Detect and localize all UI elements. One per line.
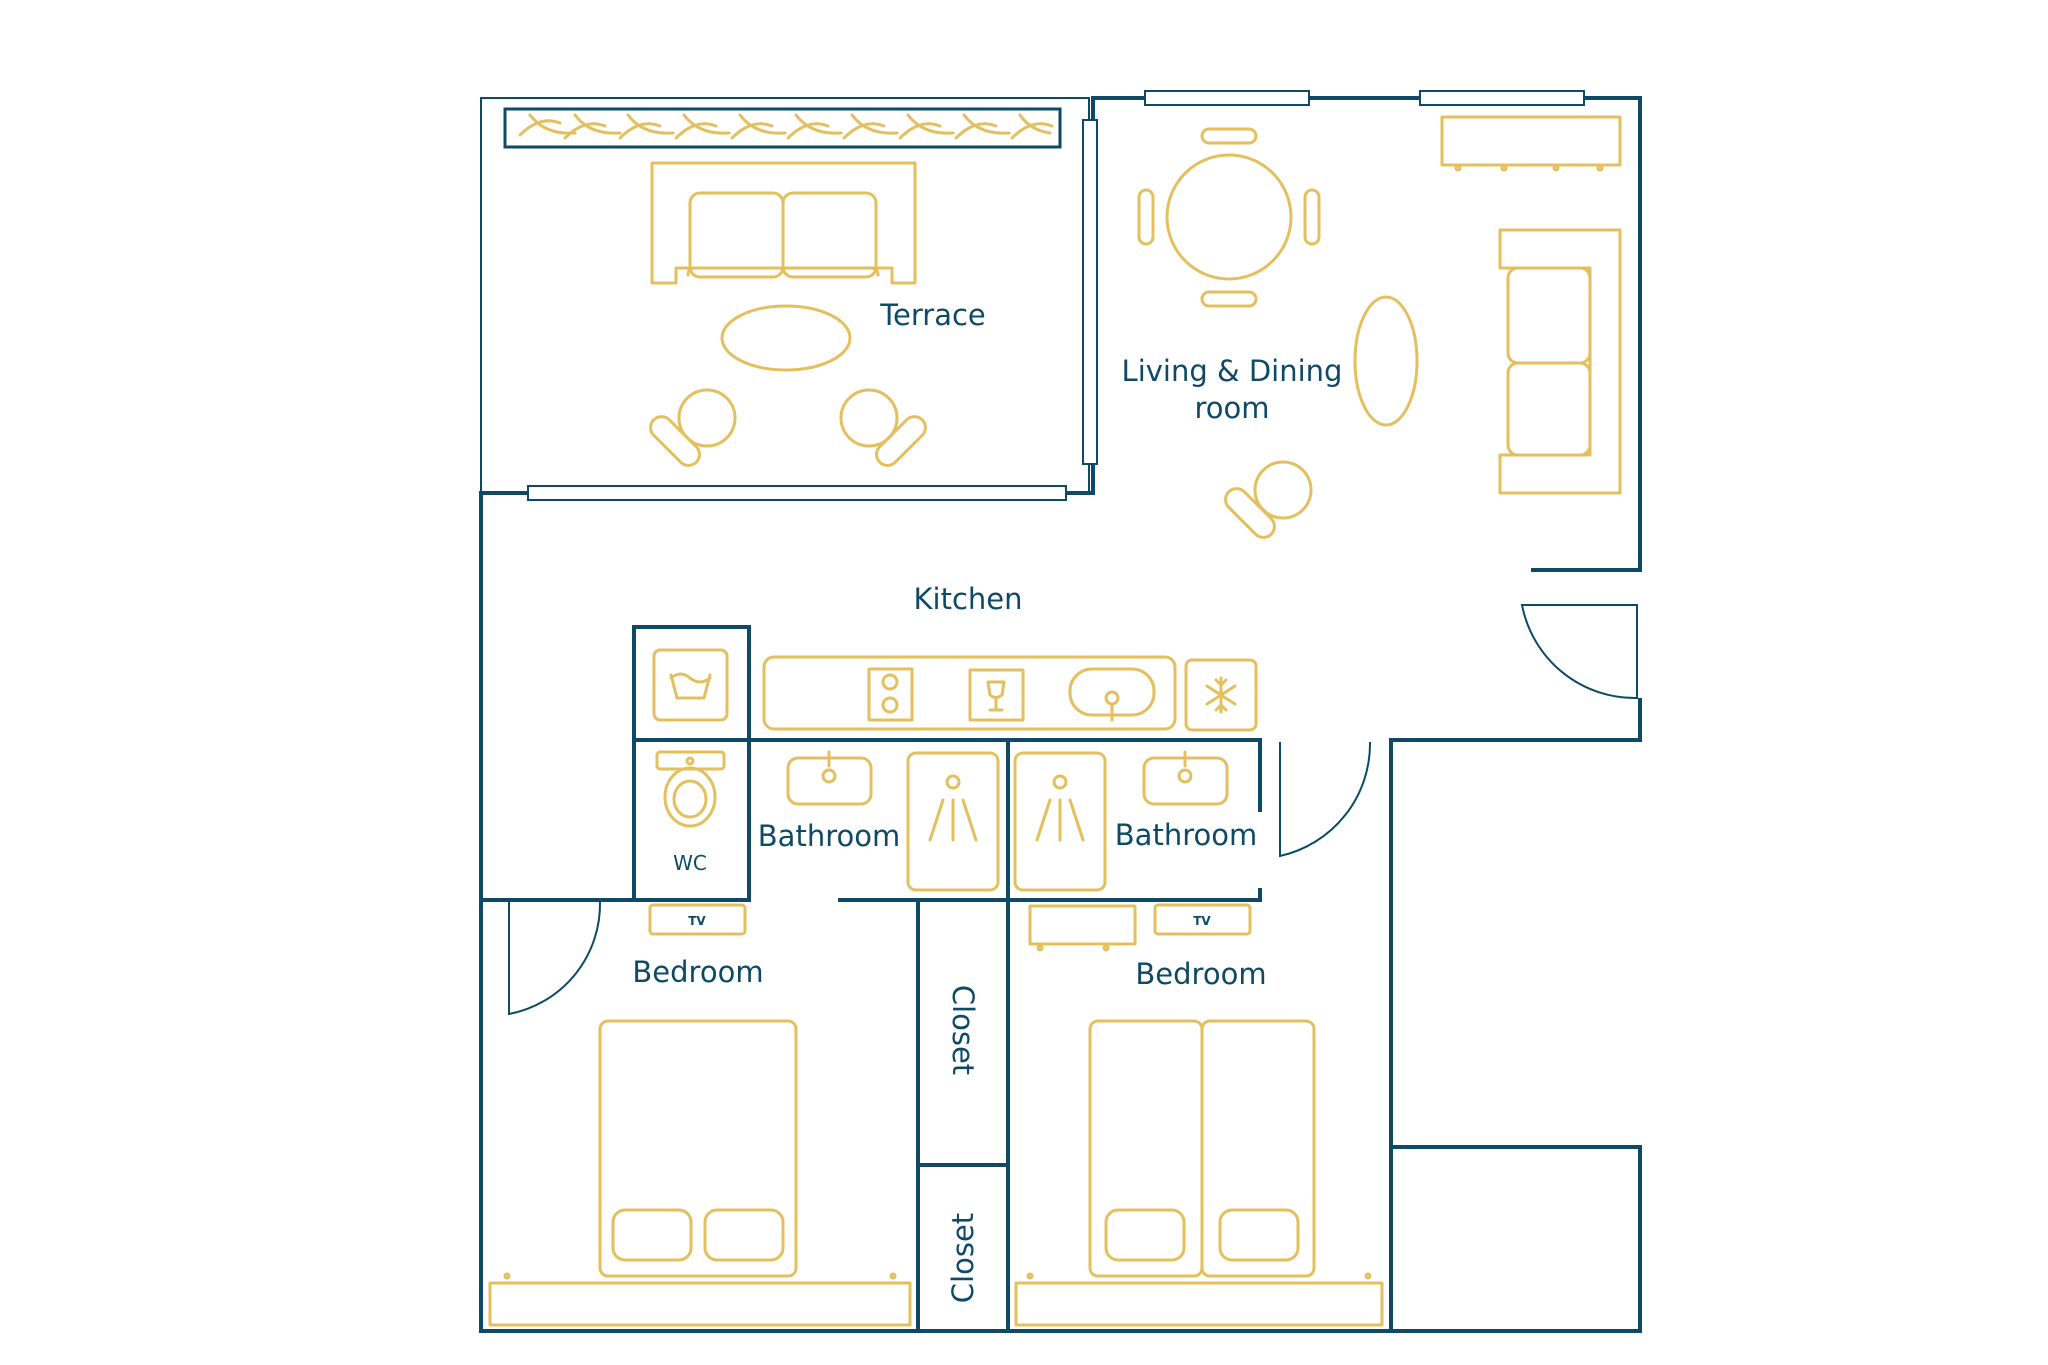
bedroom-right-furniture (1014, 903, 1384, 1327)
tv-right-box (1153, 903, 1252, 936)
label-bathroom-right: Bathroom (1115, 818, 1257, 852)
basin-left (786, 750, 873, 806)
label-tv-right: TV (1193, 914, 1211, 928)
windows (527, 90, 1585, 501)
bath-fixtures (655, 750, 1229, 892)
shower-icon-right (1013, 751, 1107, 892)
wardrobe-left (488, 1281, 912, 1327)
label-living-line2: room (1194, 391, 1269, 425)
living-coffee-table (1353, 295, 1419, 427)
freezer-snowflake-icon (1184, 658, 1258, 732)
planter-box (503, 107, 1062, 149)
label-terrace: Terrace (879, 298, 986, 332)
window-living-top-2 (1419, 90, 1585, 106)
double-bed-left (598, 1019, 798, 1278)
toilet-icon (655, 750, 726, 828)
room-labels: Terrace Living & Dining room Kitchen WC … (632, 298, 1342, 1303)
stove-icon (867, 667, 914, 722)
dining-set (1137, 127, 1321, 308)
label-closet-lower: Closet (946, 1213, 980, 1303)
corridor-door (1279, 741, 1372, 858)
terrace-glass-bottom (527, 485, 1067, 501)
label-kitchen: Kitchen (914, 582, 1023, 616)
laundry-box (632, 625, 751, 742)
shower-icon (906, 751, 1000, 892)
terrace-coffee-table (720, 304, 852, 372)
tv-left-box (648, 903, 747, 936)
living-furniture (1137, 115, 1622, 539)
label-tv-left: TV (688, 914, 706, 928)
kitchen-fixtures (652, 648, 1258, 732)
bedroom-left-furniture (488, 903, 912, 1327)
label-bedroom-left: Bedroom (632, 955, 763, 989)
window-living-top-1 (1144, 90, 1310, 106)
wine-cooler-icon (968, 668, 1025, 722)
terrace-chair-right (839, 388, 927, 467)
basin-right (1142, 750, 1229, 806)
wardrobe-right (1014, 1281, 1384, 1327)
label-closet-upper: Closet (946, 985, 980, 1075)
label-bedroom-right: Bedroom (1135, 957, 1266, 991)
terrace-chair-left (649, 388, 737, 467)
desk-right (1028, 904, 1137, 946)
twin-bed-2 (1200, 1019, 1316, 1278)
label-wc: WC (673, 851, 707, 875)
label-living-line1: Living & Dining (1122, 354, 1343, 388)
walls (479, 96, 1642, 1333)
living-sofa (1498, 228, 1622, 495)
outer-wall-right-lower (1389, 1145, 1642, 1333)
kitchen-counter (762, 655, 1177, 731)
laundry-basin-icon (652, 648, 729, 722)
planter-leaves (518, 113, 1054, 140)
entry-door (1520, 604, 1638, 700)
outer-wall-right-mid (1389, 698, 1642, 742)
terrace-outline (480, 97, 1090, 494)
living-chair (1224, 460, 1313, 539)
doors (508, 604, 1638, 1016)
label-bathroom-left: Bathroom (758, 819, 900, 853)
terrace-furniture (503, 107, 1062, 467)
sink-icon (1068, 667, 1156, 722)
bedroom-left-door (508, 901, 602, 1016)
sideboard (1440, 115, 1622, 172)
terrace-sofa (650, 161, 917, 285)
terrace-glass-side (1082, 119, 1098, 465)
